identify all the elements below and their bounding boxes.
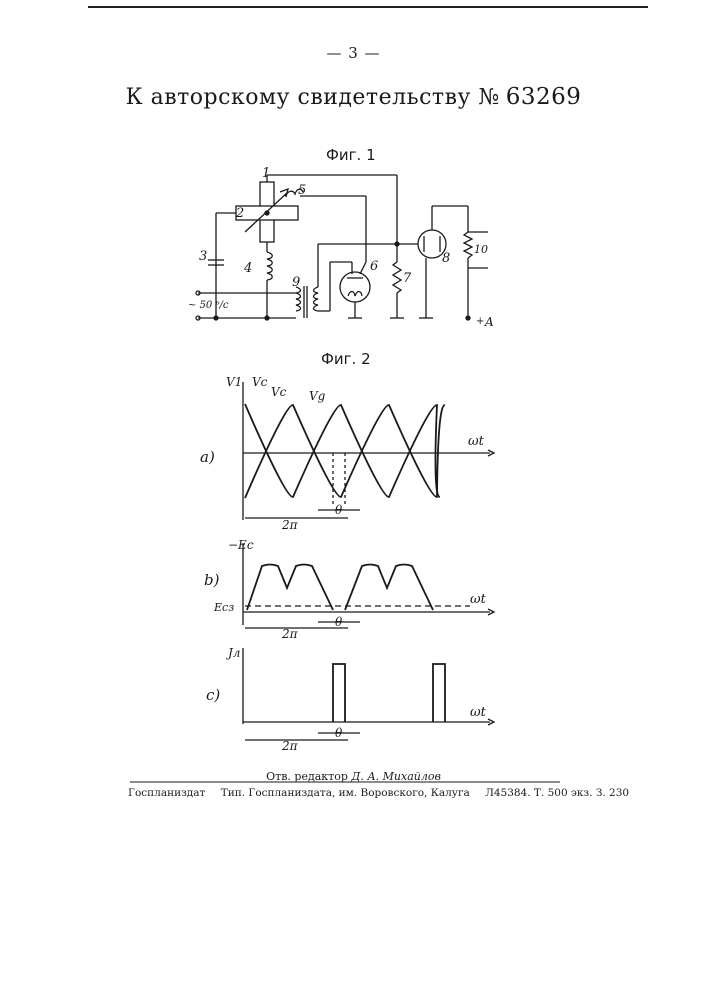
label-2: 2 [235,206,244,221]
imprint-line: Госпланиздат Тип. Госпланиздата, им. Вор… [128,787,568,799]
vc-label: Vc [271,385,287,399]
circuit-diagram: 1 2 3 4 5 6 7 8 9 10 ~ 50 ᵖ/c + A [188,166,494,329]
anode-terminal [466,316,470,320]
transformer-secondary [314,287,319,311]
panel-b-tag: b) [204,571,220,589]
panel-a-theta: θ [335,503,343,517]
editor-line: Отв. редактор Д. А. Михайлов [0,770,707,783]
anode-label: A [484,315,494,329]
valve-6-filament [348,292,362,297]
label-5: 5 [298,183,306,198]
current-pulse [433,664,445,722]
waveform-diagrams: V1 Vc Vc Vg a) ωt 2π θ −Ec b) Eсз ωt 2π … [200,375,494,753]
imprint-publisher: Госпланиздат [128,787,205,799]
panel-b-theta: θ [335,615,343,629]
panel-b-period: 2π [281,627,299,641]
resistor-7 [393,262,401,293]
label-6: 6 [370,259,378,274]
panel-b-xlabel: ωt [470,592,487,607]
panel-c-ylabel: Jл [225,646,240,660]
label-8: 8 [442,251,450,266]
panel-c-period: 2π [281,739,299,753]
editor-prefix: Отв. редактор [266,770,348,783]
imprint-order: Л45384. Т. 500 экз. З. 230 [485,787,629,799]
panel-b-elabel: Eсз [213,601,234,614]
plus-label: + [476,316,484,327]
valve-6 [340,272,370,302]
vg-label: Vg [309,389,326,403]
rotor-pivot [265,211,269,215]
imprint-printer: Тип. Госпланиздата, им. Воровского, Калу… [221,787,470,799]
label-3: 3 [199,249,207,264]
panel-c-tag: c) [206,686,220,704]
vg-waveform [245,404,440,497]
panel-a-period: 2π [281,518,299,532]
label-1: 1 [262,166,270,181]
editor-name: Д. А. Михайлов [351,770,440,783]
transformer-primary [296,287,301,311]
panel-a-tag: a) [200,448,215,466]
grid-voltage-waveform [247,565,433,611]
junction [214,316,218,320]
resistor-10 [464,232,472,258]
coil-4 [267,252,272,280]
label-9: 9 [292,275,300,290]
panel-a-xlabel: ωt [468,434,485,449]
panel-b-ylabel: −Ec [228,538,254,552]
panel-a-ylabel-2: Vc [252,375,268,389]
panel-c-theta: θ [335,726,343,740]
panel-a-ylabel-1: V1 [226,375,242,389]
wire [360,262,366,274]
label-4: 4 [243,261,252,276]
panel-c-xlabel: ωt [470,705,487,720]
current-pulse [333,664,345,722]
label-10: 10 [474,243,488,256]
supply-label: ~ 50 ᵖ/c [188,300,229,311]
label-7: 7 [403,271,412,286]
